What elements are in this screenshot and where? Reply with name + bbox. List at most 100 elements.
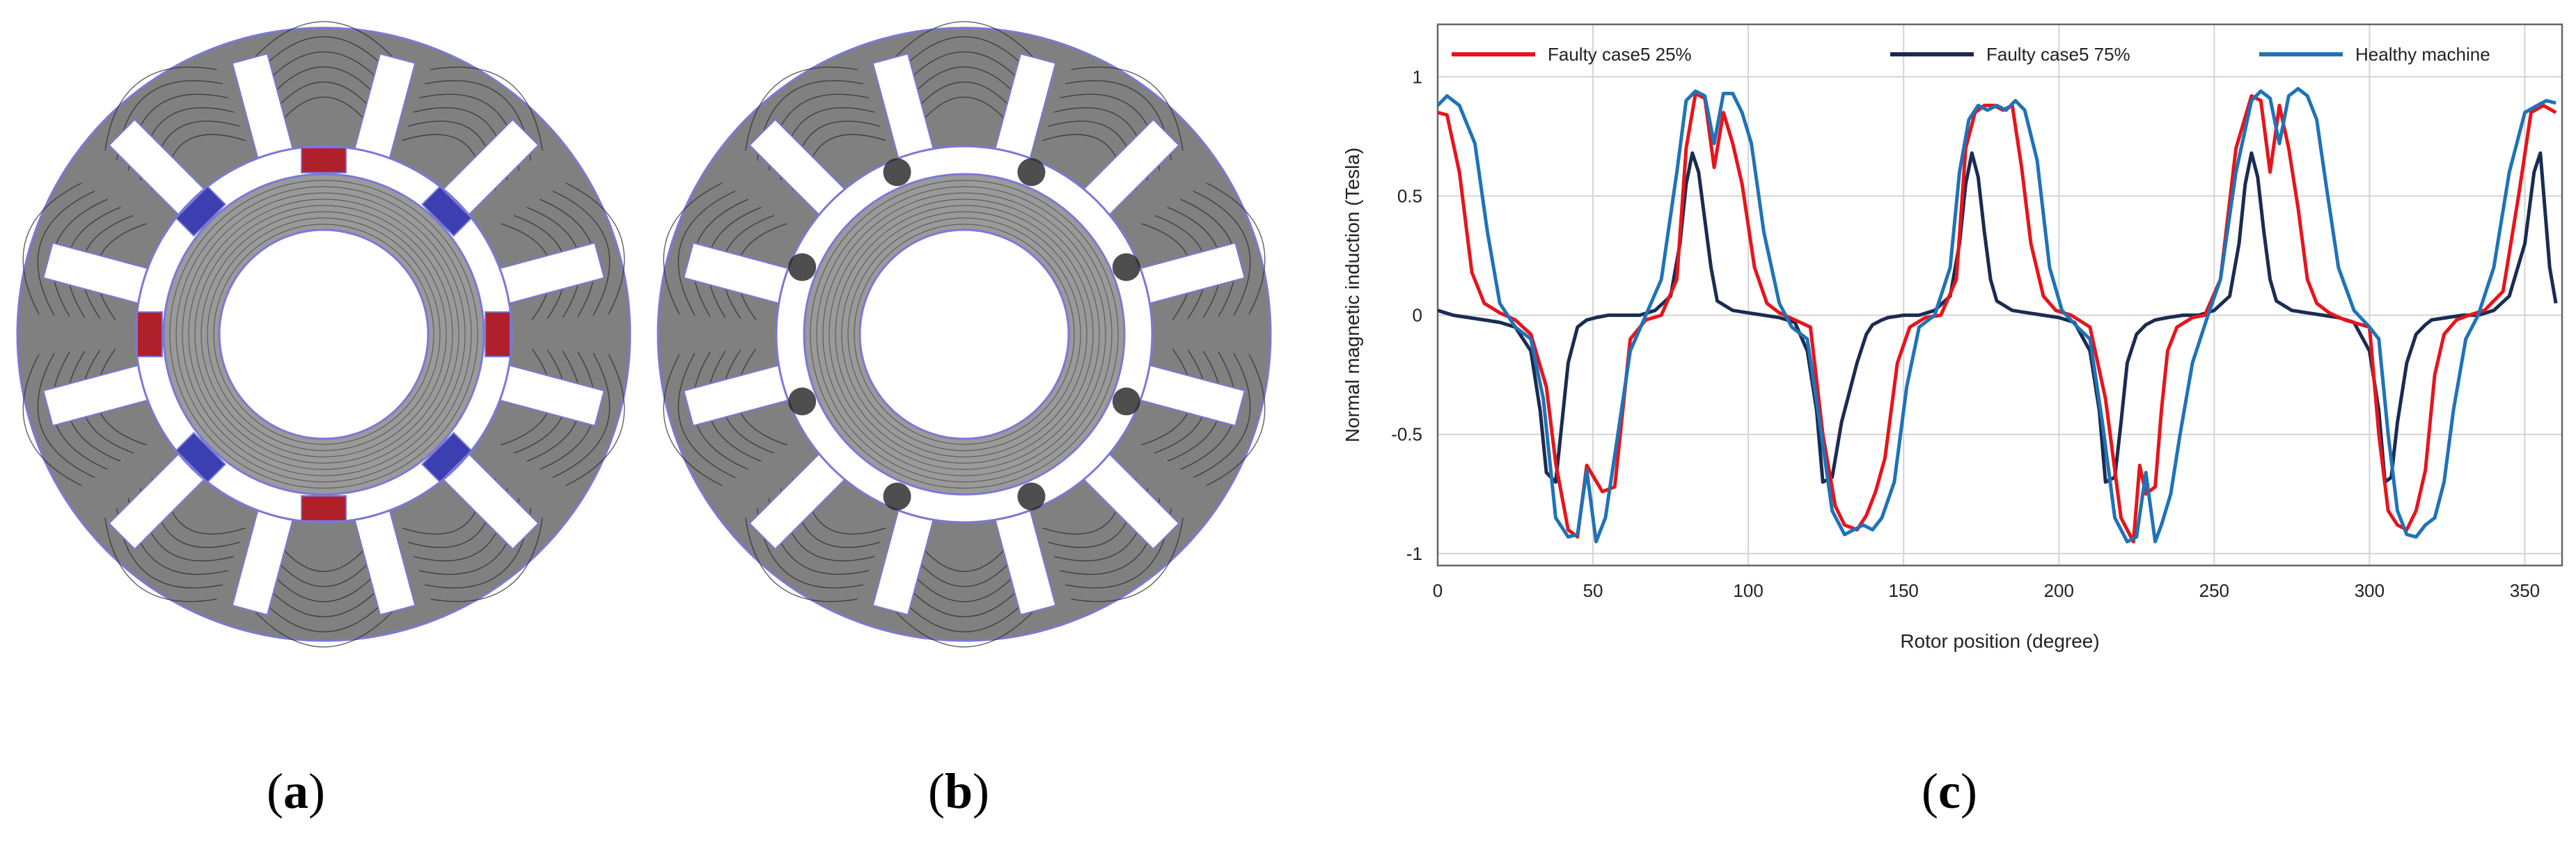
subfigure-label-c: (c) [1922,763,1977,819]
plot-frame [1436,23,2563,567]
rotor-flux-ring [810,180,1119,489]
flux-line [745,517,858,602]
flux-line [269,552,379,587]
flux-line [898,36,1030,73]
flux-line [906,566,1023,602]
flux-line [552,190,611,316]
permanent-magnet [421,185,473,237]
flux-line [265,566,382,602]
flux-line [552,352,611,478]
rotor-flux-ring [169,180,478,489]
flux-line [898,595,1030,632]
flux-line [663,182,723,315]
flux-line [902,51,1027,88]
flux-line [1071,66,1184,151]
x-tick-label: 250 [2199,580,2229,601]
flux-line [261,51,386,88]
flux-line [1193,352,1251,478]
rotor-flux-ring [201,211,447,458]
series-line-2 [1438,151,2558,484]
motor-b-flux-plot [657,21,1272,648]
rotor-flux-ring [816,186,1113,483]
y-tick-label: -0.5 [1391,424,1422,445]
subfigure-label-b: (b) [928,763,990,819]
flux-line [1206,182,1266,315]
permanent-magnet [301,495,347,522]
series-line-3 [1438,86,2557,544]
motor-a-flux-plot [16,21,631,648]
flux-line [895,21,1034,58]
rotor-flux-ring [194,205,453,464]
flux-line [37,352,95,478]
flux-line [104,517,217,602]
flux-line [430,517,543,602]
rotor-flux-ring [207,217,441,451]
flux-concentration [1112,387,1140,416]
y-tick-label: 0 [1413,305,1422,326]
flux-line [895,611,1034,648]
x-tick-label: 200 [2044,580,2074,601]
x-tick-label: 100 [1733,580,1763,601]
rotor-flux-ring [847,217,1081,451]
shaft-bore [218,228,430,440]
x-tick-label: 300 [2355,580,2385,601]
flux-line [269,81,379,117]
rotor-flux-ring [182,192,466,476]
rotor-flux-ring [828,198,1100,470]
flux-line [22,354,82,486]
rotor-flux-ring [188,198,460,470]
flux-line [1071,517,1184,602]
y-tick-label: -1 [1406,543,1422,564]
flux-line [565,182,625,315]
flux-line [258,36,390,73]
legend-label: Faulty case5 25% [1548,44,1692,65]
flux-concentration [883,482,911,510]
permanent-magnet [175,185,226,237]
legend-label: Faulty case5 75% [1986,44,2130,65]
subfigure-label-a: (a) [267,763,325,819]
y-tick-label: 0.5 [1397,185,1422,206]
rotor-flux-ring [213,224,434,445]
permanent-magnet [421,432,473,483]
flux-concentration [883,158,911,187]
flux-line [22,182,82,315]
flux-line [254,21,393,58]
flux-line [909,81,1019,117]
y-axis-label: Normal magnetic induction (Tesla) [1342,148,1363,442]
flux-line [913,96,1016,132]
shaft-bore [858,228,1070,440]
flux-line [1193,190,1251,316]
rotor-flux-ring [822,192,1106,476]
flux-line [913,536,1016,572]
y-tick-label: 1 [1413,66,1422,87]
flux-line [104,66,217,151]
flux-concentration [1017,482,1046,510]
motor-cross-sections [16,21,1272,648]
x-tick-label: 50 [1583,580,1603,601]
permanent-magnet [485,311,511,357]
flux-line [265,66,382,102]
flux-concentration [1017,158,1046,187]
flux-line [902,581,1027,618]
flux-line [272,536,375,572]
flux-concentration [788,387,817,416]
rotor-flux-ring [854,224,1075,445]
flux-line [565,354,625,486]
x-tick-label: 150 [1889,580,1919,601]
flux-line [909,552,1019,587]
flux-line [1206,354,1266,486]
flux-line [906,66,1023,102]
permanent-magnet [136,311,163,357]
rotor-flux-ring [835,205,1094,464]
flux-line [272,96,375,132]
flux-line [745,66,858,151]
flux-line [258,595,390,632]
flux-line [677,190,736,316]
flux-concentration [788,253,817,281]
permanent-magnet [301,147,347,173]
x-axis-label: Rotor position (degree) [1900,630,2099,652]
permanent-magnet [175,432,226,483]
rotor-flux-ring [841,211,1087,458]
flux-line [677,352,736,478]
flux-line [254,611,393,648]
